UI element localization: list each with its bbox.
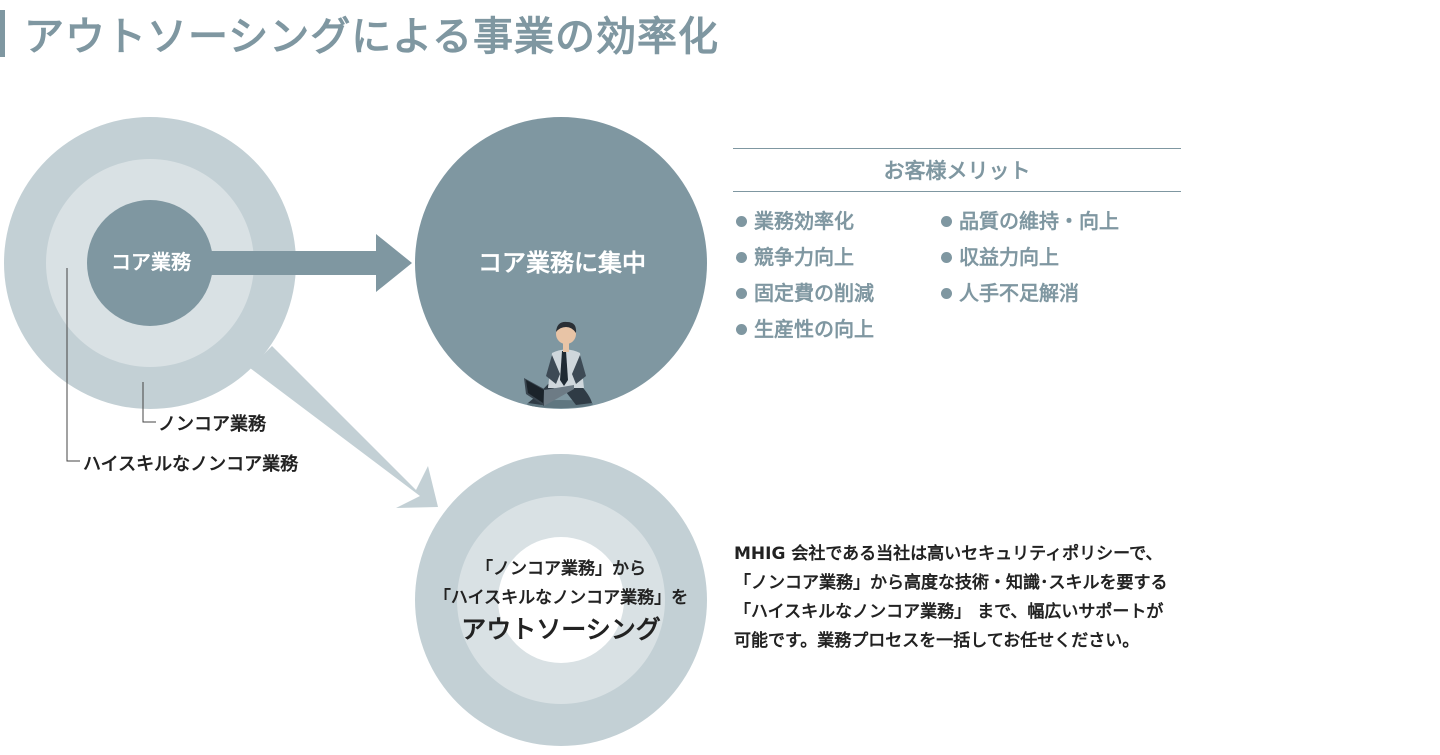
outsourcing-text-line1: 「ノンコア業務」から: [476, 559, 646, 579]
bullet-dot-icon: [941, 288, 952, 299]
benefit-item: 人手不足解消: [941, 275, 1119, 311]
benefit-item: 品質の維持・向上: [941, 203, 1119, 239]
core-label: コア業務: [111, 250, 191, 274]
focus-label: コア業務に集中: [478, 249, 646, 277]
page-title: アウトソーシングによる事業の効率化: [24, 14, 719, 60]
highskill-noncore-label: ハイスキルなノンコア業務: [83, 454, 299, 475]
benefit-item: 生産性の向上: [736, 311, 874, 347]
bullet-dot-icon: [941, 216, 952, 227]
bullet-dot-icon: [736, 324, 747, 335]
benefit-item: 競争力向上: [736, 239, 874, 275]
outsourcing-text-line3: アウトソーシング: [461, 615, 661, 644]
benefit-item: 収益力向上: [941, 239, 1119, 275]
benefit-item: 固定費の削減: [736, 275, 874, 311]
circle-core: [87, 200, 213, 326]
description-line: 「ノンコア業務」から高度な技術・知識･スキルを要する: [734, 573, 1168, 593]
arrow-to-outsourcing: [250, 346, 438, 508]
arrow-to-focus: [208, 234, 412, 292]
person-laptop-icon: [524, 321, 593, 408]
bullet-dot-icon: [736, 288, 747, 299]
bullet-dot-icon: [941, 252, 952, 263]
circle-outsourcing-inner: [498, 537, 624, 663]
title-accent-bar: [0, 10, 5, 57]
description-line: 可能です。業務プロセスを一括してお任せください。: [734, 631, 1140, 651]
description-line: 「ハイスキルなノンコア業務」 まで、幅広いサポートが: [734, 602, 1164, 622]
description-text: MHIG 会社である当社は高いセキュリティポリシーで、 「ノンコア業務」から高度…: [734, 540, 1214, 656]
outsourcing-text-line2: 「ハイスキルなノンコア業務」を: [433, 588, 689, 608]
circle-core-focus: [415, 117, 707, 409]
bullet-dot-icon: [736, 216, 747, 227]
description-line: MHIG 会社である当社は高いセキュリティポリシーで、: [734, 544, 1163, 564]
benefits-list-right: 品質の維持・向上 収益力向上 人手不足解消: [941, 203, 1119, 311]
benefit-item: 業務効率化: [736, 203, 874, 239]
noncore-label: ノンコア業務: [158, 414, 266, 435]
leader-line-noncore: [142, 382, 156, 423]
leader-line-highskill: [66, 268, 80, 462]
bullet-dot-icon: [736, 252, 747, 263]
benefits-list-left: 業務効率化 競争力向上 固定費の削減 生産性の向上: [736, 203, 874, 347]
benefits-title: お客様メリット: [733, 148, 1181, 192]
